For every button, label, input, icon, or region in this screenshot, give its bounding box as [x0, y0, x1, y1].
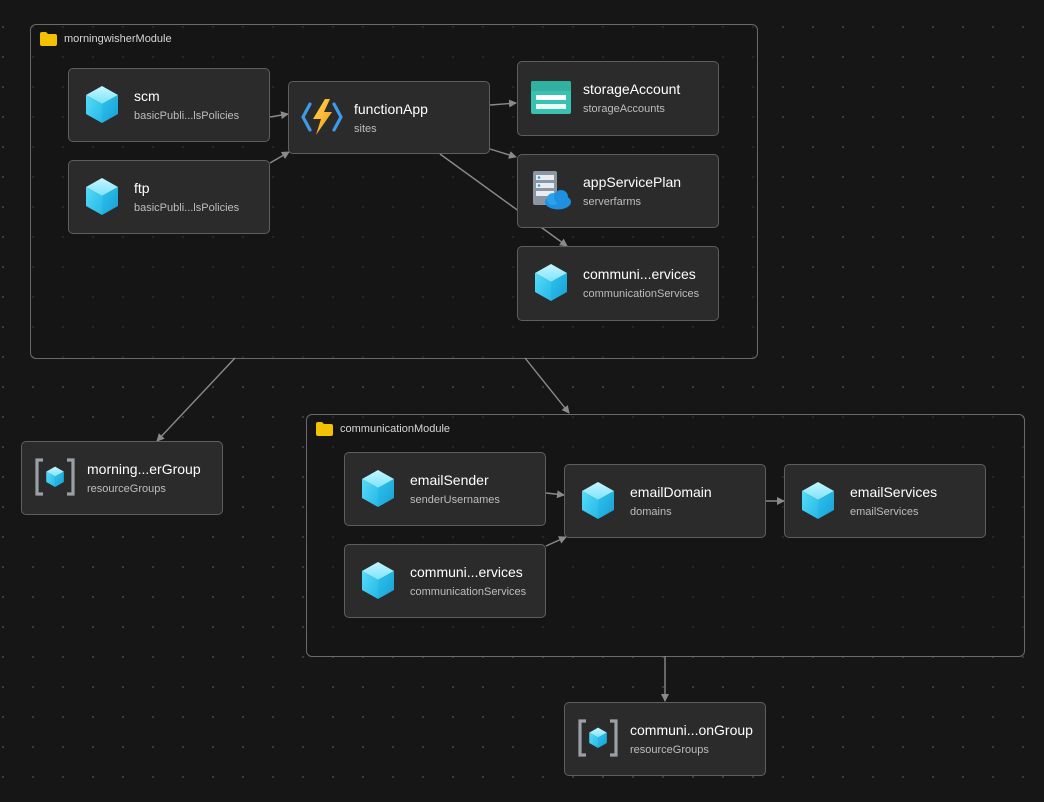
- node-subtitle: senderUsernames: [410, 494, 500, 506]
- node-subtitle: sites: [354, 123, 377, 135]
- storage-account-icon: [531, 81, 571, 114]
- app-service-plan-icon: [533, 171, 571, 210]
- node-subtitle: basicPubli...lsPolicies: [134, 110, 240, 122]
- group-label: morningwisherModule: [64, 33, 172, 45]
- node-title: functionApp: [354, 101, 428, 117]
- cube-icon: [797, 479, 839, 521]
- node-title: emailDomain: [630, 484, 712, 500]
- node-title: communi...ervices: [583, 266, 696, 282]
- node-communicationservices-bottom[interactable]: communi...ervices communicationServices: [344, 544, 546, 618]
- node-ftp[interactable]: ftp basicPubli...lsPolicies: [68, 160, 270, 234]
- cube-icon: [357, 467, 399, 509]
- node-emaildomain[interactable]: emailDomain domains: [564, 464, 766, 538]
- cube-icon: [530, 261, 572, 303]
- node-subtitle: emailServices: [850, 506, 919, 518]
- node-communicationservices-top[interactable]: communi...ervices communicationServices: [517, 246, 719, 321]
- node-subtitle: basicPubli...lsPolicies: [134, 202, 240, 214]
- cube-icon: [81, 83, 123, 125]
- resource-group-icon: [578, 719, 618, 757]
- cube-icon: [577, 479, 619, 521]
- node-morning-resource-group[interactable]: morning...erGroup resourceGroups: [21, 441, 223, 515]
- resource-group-icon: [35, 458, 75, 496]
- node-title: scm: [134, 88, 160, 104]
- morningwisher-module-title: morningwisherModule: [40, 32, 172, 46]
- edge-module-communicationmodule: [524, 357, 570, 414]
- edge-module-morninggroup: [156, 357, 236, 442]
- node-storageaccount[interactable]: storageAccount storageAccounts: [517, 61, 719, 136]
- node-subtitle: storageAccounts: [583, 103, 665, 115]
- node-subtitle: domains: [630, 506, 672, 518]
- node-scm[interactable]: scm basicPubli...lsPolicies: [68, 68, 270, 142]
- node-functionapp[interactable]: functionApp sites: [288, 81, 490, 154]
- folder-icon: [316, 422, 333, 436]
- node-subtitle: serverfarms: [583, 196, 642, 208]
- communication-module-title: communicationModule: [316, 422, 450, 436]
- node-emailsender[interactable]: emailSender senderUsernames: [344, 452, 546, 526]
- node-emailservices[interactable]: emailServices emailServices: [784, 464, 986, 538]
- node-title: ftp: [134, 180, 150, 196]
- node-subtitle: communicationServices: [583, 288, 700, 300]
- node-subtitle: resourceGroups: [87, 483, 166, 495]
- cube-icon: [81, 175, 123, 217]
- node-title: communi...ervices: [410, 564, 523, 580]
- node-communication-resource-group[interactable]: communi...onGroup resourceGroups: [564, 702, 766, 776]
- node-title: emailServices: [850, 484, 938, 500]
- node-title: storageAccount: [583, 81, 681, 97]
- node-title: appServicePlan: [583, 174, 682, 190]
- node-appserviceplan[interactable]: appServicePlan serverfarms: [517, 154, 719, 228]
- node-subtitle: resourceGroups: [630, 744, 709, 756]
- node-subtitle: communicationServices: [410, 586, 527, 598]
- cube-icon: [357, 559, 399, 601]
- group-label: communicationModule: [340, 423, 451, 435]
- folder-icon: [40, 32, 57, 46]
- node-title: emailSender: [410, 472, 489, 488]
- node-title: communi...onGroup: [630, 722, 753, 738]
- node-title: morning...erGroup: [87, 461, 201, 477]
- function-app-icon: [301, 99, 343, 135]
